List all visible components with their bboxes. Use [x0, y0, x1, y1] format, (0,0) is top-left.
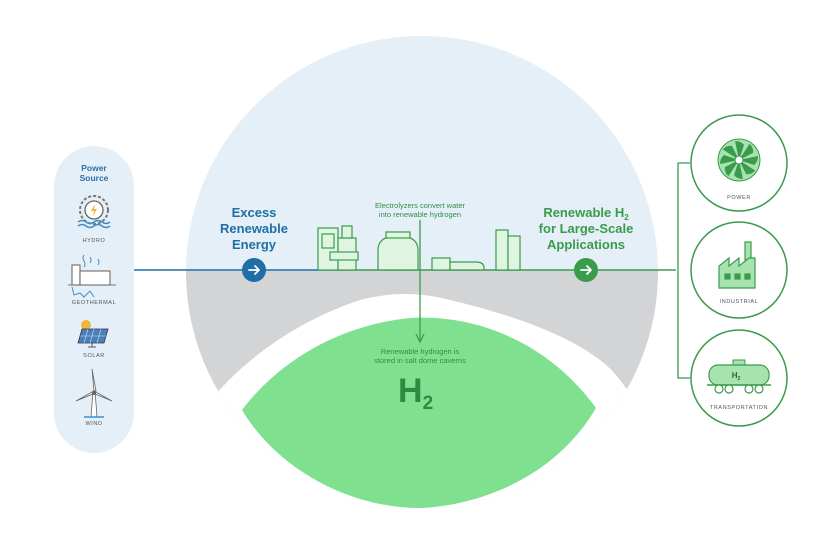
excess-line-1: Excess — [232, 205, 277, 220]
electrolyzer-plant-icon — [317, 225, 521, 271]
factory-icon — [718, 241, 756, 289]
turbine-fan-icon — [717, 138, 761, 182]
power-source-title-2: Source — [80, 173, 109, 183]
applications-arrow-icon — [574, 258, 598, 282]
applications-line-1: Renewable H2 — [543, 205, 629, 222]
applications-line-2: for Large-Scale — [539, 221, 634, 236]
applications-bracket — [677, 162, 690, 379]
source-label-hydro: HYDRO — [83, 238, 106, 244]
source-label-wind: WIND — [85, 421, 102, 427]
application-label-industrial: INDUSTRIAL — [720, 299, 759, 305]
source-label-geothermal: GEOTHERMAL — [72, 300, 117, 306]
solar-panel-icon — [77, 320, 109, 348]
electrolyzer-line-1: Electrolyzers convert water — [375, 201, 466, 210]
excess-line-2: Renewable — [220, 221, 288, 236]
salt-cavern — [242, 317, 596, 508]
power-source-panel: Power Source HYDRO GEOTHERMAL — [54, 146, 134, 453]
excess-line-3: Energy — [232, 237, 277, 252]
application-label-power: POWER — [727, 195, 751, 201]
cavern-h2-symbol: H2 — [398, 372, 433, 414]
tank-railcar-icon: H2 — [707, 359, 771, 394]
source-label-solar: SOLAR — [83, 353, 105, 359]
excess-arrow-icon — [242, 258, 266, 282]
storage-line-2: stored in salt dome caverns — [374, 356, 466, 365]
wind-turbine-icon — [75, 368, 113, 418]
application-industrial: INDUSTRIAL — [690, 221, 788, 319]
electrolyzer-line-2: into renewable hydrogen — [379, 210, 461, 219]
geothermal-icon — [68, 254, 116, 298]
applications-line-3: Applications — [547, 237, 625, 252]
power-source-title-1: Power — [81, 163, 107, 173]
application-power: POWER — [690, 114, 788, 212]
application-label-transportation: TRANSPORTATION — [710, 405, 768, 411]
application-transportation: H2 TRANSPORTATION — [690, 329, 788, 427]
railcar-badge: H2 — [732, 371, 741, 382]
hydro-icon — [77, 195, 111, 229]
central-circle — [186, 36, 658, 508]
storage-line-1: Renewable hydrogen is — [381, 347, 460, 356]
storage-arrow-icon — [415, 333, 425, 344]
